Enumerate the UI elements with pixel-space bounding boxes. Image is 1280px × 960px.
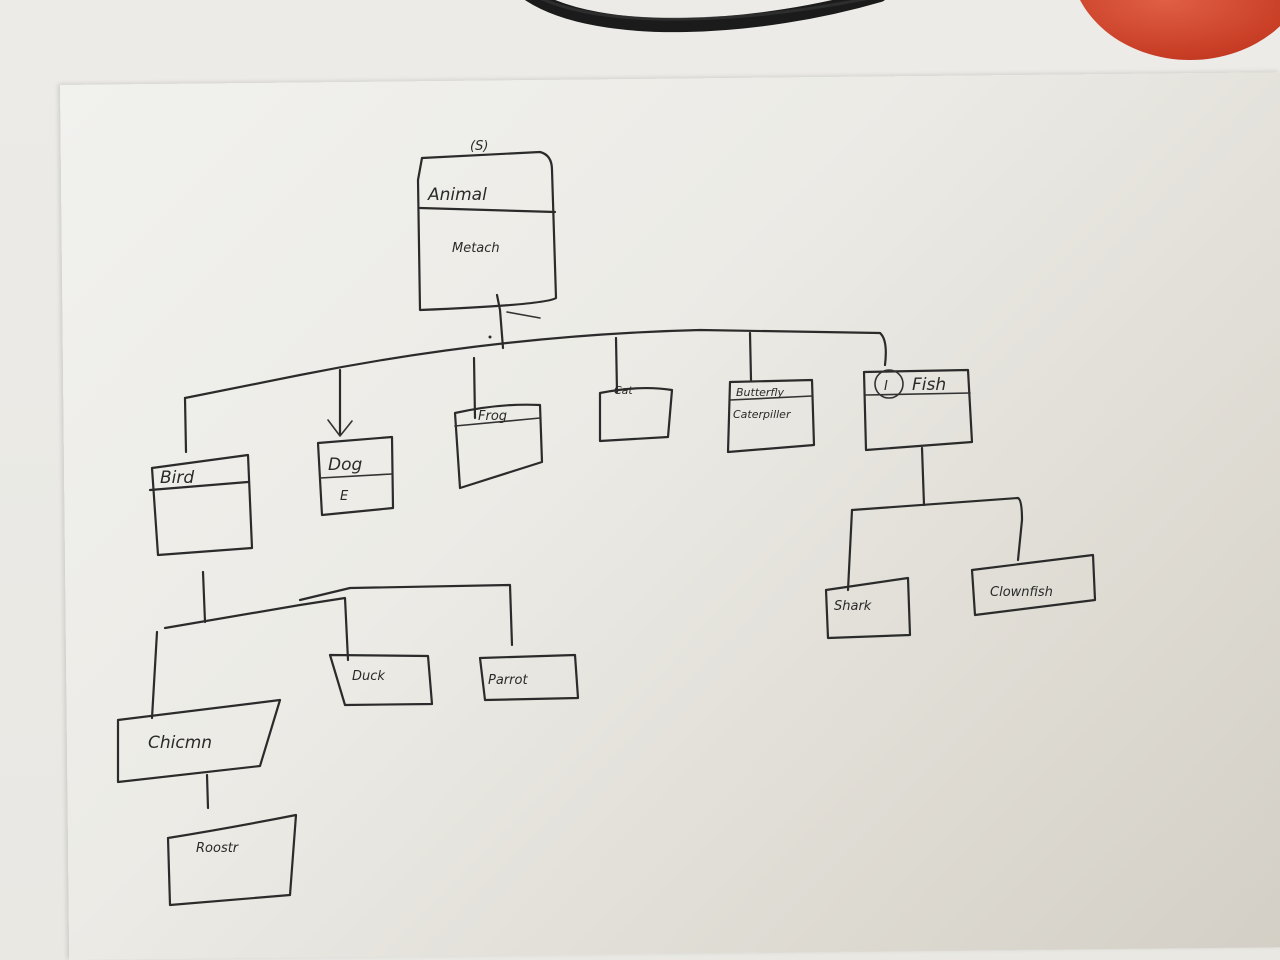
fish-label: Fish — [912, 375, 946, 395]
connector-root-bus — [488, 293, 541, 350]
fish-marker: I — [884, 379, 888, 394]
frog-label: Frog — [478, 409, 507, 424]
dog-label: Dog — [328, 455, 362, 475]
node-clownfish: Clownfish — [970, 553, 1097, 617]
node-bird: Bird — [148, 453, 254, 557]
node-butterfly: Butterfly Caterpiller — [726, 378, 816, 454]
node-animal: (S) Animal Metach — [416, 139, 558, 312]
chicken-label: Chicmn — [148, 733, 212, 753]
dog-note: E — [340, 489, 349, 504]
rooster-label: Roostr — [196, 841, 240, 856]
node-rooster: Roostr — [166, 813, 298, 907]
animal-label: Animal — [427, 185, 487, 205]
butterfly-sublabel: Caterpiller — [733, 408, 792, 421]
connector-bus — [183, 328, 887, 400]
shark-label: Shark — [834, 599, 872, 614]
cat-label: Cat — [614, 384, 633, 397]
node-fish: I Fish — [862, 368, 974, 452]
node-shark: Shark — [824, 576, 912, 640]
connector-fish-children — [846, 446, 1024, 592]
connector-drops — [183, 331, 753, 454]
duck-label: Duck — [352, 669, 385, 684]
connector-bird-children — [150, 570, 514, 720]
node-chicken: Chicmn — [116, 698, 282, 784]
node-parrot: Parrot — [478, 653, 580, 702]
butterfly-label: Butterfly — [736, 386, 785, 399]
connector-chicken-rooster — [205, 773, 210, 810]
bird-label: Bird — [160, 468, 194, 488]
clownfish-label: Clownfish — [990, 585, 1053, 600]
animal-method: Metach — [452, 241, 500, 256]
node-duck: Duck — [328, 653, 434, 707]
node-dog: Dog E — [316, 435, 395, 517]
parrot-label: Parrot — [488, 673, 528, 688]
node-cat: Cat — [598, 384, 674, 443]
node-frog: Frog — [453, 403, 544, 490]
animal-stereotype: (S) — [470, 139, 488, 154]
